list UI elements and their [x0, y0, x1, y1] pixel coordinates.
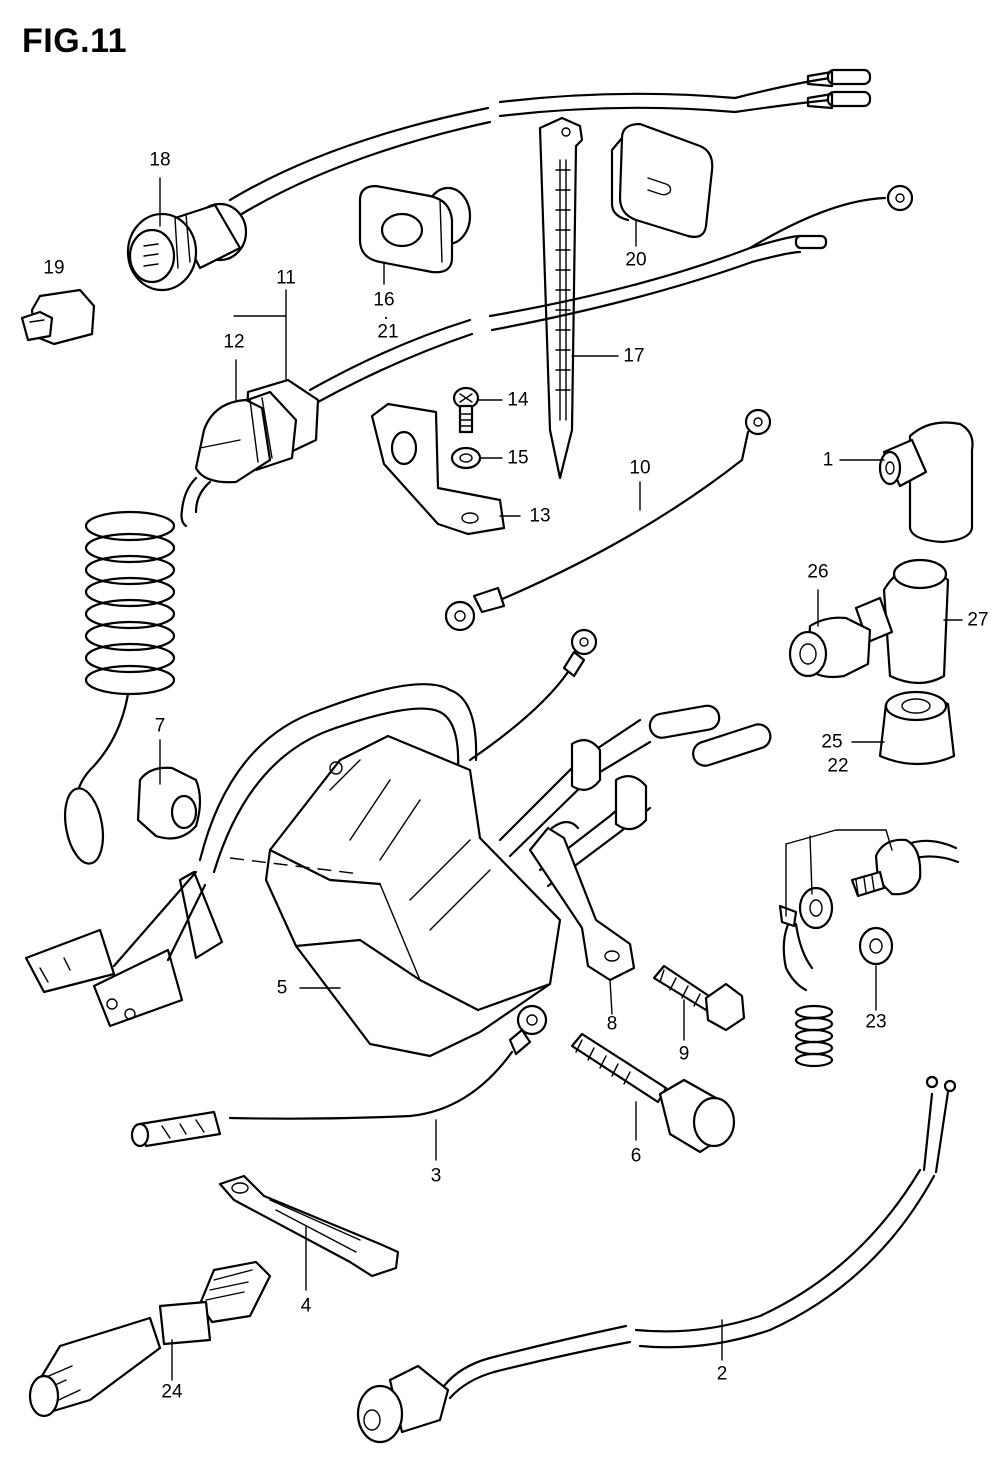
part-19-cap	[20, 288, 96, 346]
callout-27: 27	[967, 609, 989, 631]
part-2-sensor-wire	[356, 1075, 957, 1444]
part-15-washer	[450, 446, 482, 470]
callout-18: 18	[149, 149, 171, 171]
part-11-stop-switch	[180, 184, 914, 528]
callout-12: 12	[223, 331, 245, 353]
part-14-screw	[452, 386, 480, 434]
part-16-grommet	[358, 184, 472, 274]
part-17-cable-tie	[538, 116, 584, 480]
part-22-terminal-set	[778, 838, 960, 1068]
callout-26: 26	[807, 561, 829, 583]
part-23-washer	[858, 926, 894, 966]
callout-7: 7	[154, 715, 166, 737]
callout-11: 11	[276, 267, 296, 289]
part-25-cap	[878, 690, 956, 766]
part-26-boot	[788, 616, 872, 679]
callout-6: 6	[630, 1145, 642, 1167]
callout-3: 3	[430, 1165, 442, 1187]
callout-8: 8	[606, 1013, 618, 1035]
callout-9: 9	[678, 1043, 690, 1065]
callout-16-21-dot: ·	[382, 307, 390, 329]
callout-20: 20	[625, 249, 647, 271]
callout-16: 16	[373, 289, 395, 311]
part-18-wire-connector	[126, 68, 872, 292]
callout-2: 2	[716, 1363, 728, 1385]
part-1-plug-cap	[878, 421, 974, 544]
callout-13: 13	[529, 505, 551, 527]
part-5-cdi-unit	[24, 628, 772, 1058]
part-6-bolt	[570, 1032, 736, 1154]
callout-1: 1	[822, 449, 834, 471]
part-27-plug-cap	[854, 558, 950, 685]
lanyard-coil	[63, 510, 176, 865]
part-9-bolt	[652, 964, 746, 1032]
callout-5: 5	[276, 977, 288, 999]
part-3-sensor-wire	[130, 1004, 548, 1148]
callout-14: 14	[507, 389, 529, 411]
figure-title: FIG.11	[22, 22, 128, 60]
callout-21: 21	[377, 321, 399, 343]
callout-4: 4	[300, 1295, 312, 1317]
callout-22: 22	[827, 755, 849, 777]
callout-10: 10	[629, 457, 651, 479]
part-8-clamp	[528, 820, 636, 982]
part-7-collar	[136, 766, 202, 840]
callout-25: 25	[821, 731, 843, 753]
part-20-grommet	[610, 122, 714, 238]
leader-lines	[159, 177, 963, 1381]
callout-23: 23	[865, 1011, 887, 1033]
callout-24: 24	[161, 1381, 183, 1403]
callout-17: 17	[623, 345, 645, 367]
callout-15: 15	[507, 447, 529, 469]
part-10-ground-wire	[444, 408, 772, 632]
part-4-bracket	[218, 1174, 400, 1278]
part-13-bracket	[370, 402, 506, 536]
part-24-stud	[28, 1260, 272, 1418]
callout-19: 19	[43, 257, 65, 279]
